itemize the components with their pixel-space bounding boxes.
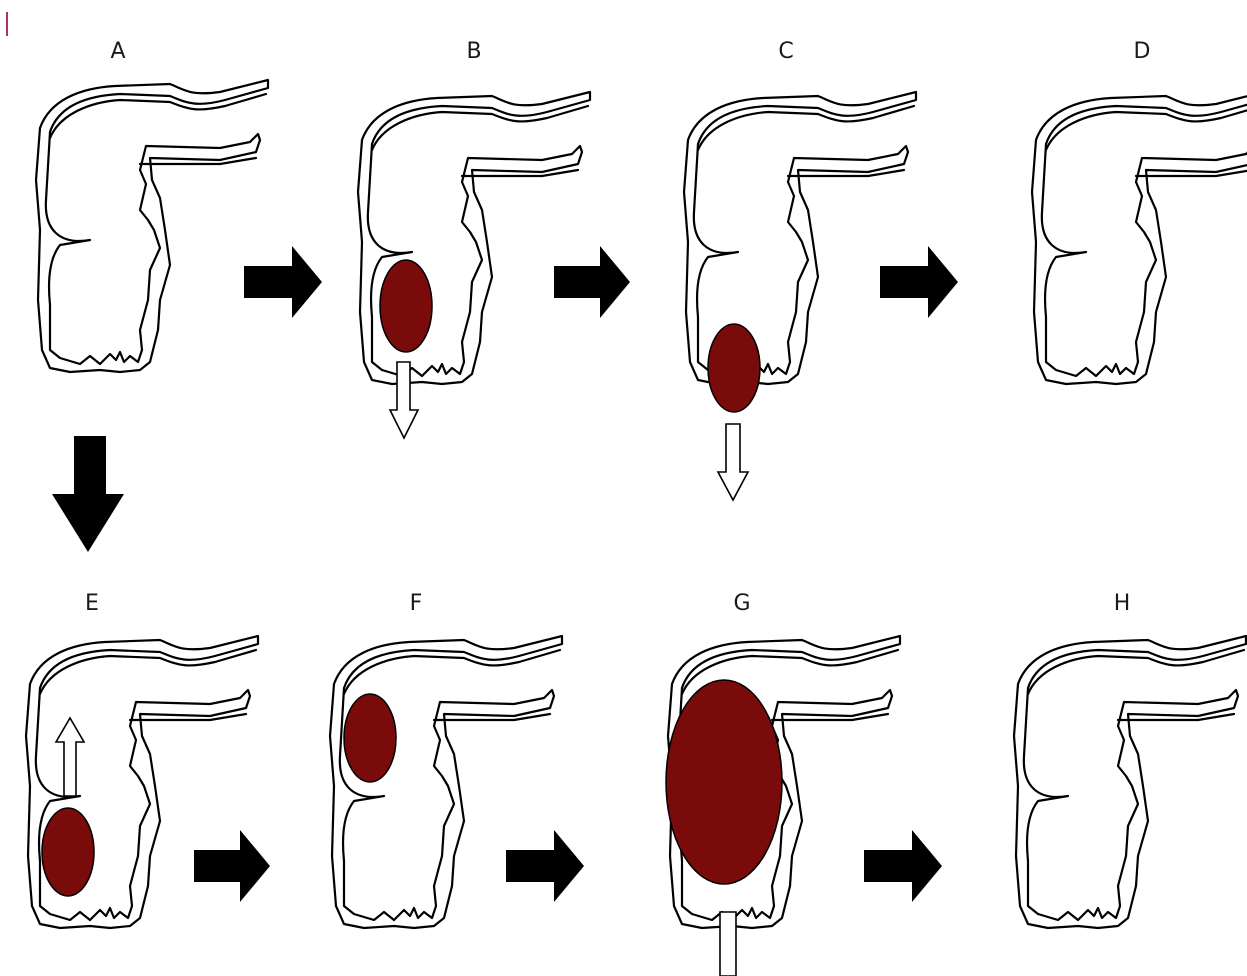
sinus-outline-h: [1014, 636, 1246, 928]
sinus-outline-d: [1032, 92, 1247, 384]
arrow-a-to-b: [244, 246, 322, 318]
panel-label-b: B: [466, 39, 481, 64]
arrow-c-to-d: [880, 246, 958, 318]
arrow-b-to-c: [554, 246, 630, 318]
arrow-f-to-g: [506, 830, 584, 902]
blood-clot-c: [708, 324, 760, 412]
panel-label-c: C: [778, 39, 793, 64]
panel-d: D: [1032, 39, 1247, 384]
sinus-outline-a: [36, 80, 268, 372]
drainage-arrow-c: [718, 424, 748, 500]
blood-clot-e: [42, 808, 94, 896]
panel-g: G: [666, 591, 900, 976]
panel-a: A: [36, 39, 268, 372]
blood-clot-b: [380, 260, 432, 352]
panel-label-h: H: [1114, 591, 1131, 616]
blood-clot-f: [344, 694, 396, 782]
panel-b: B: [358, 39, 590, 438]
blood-clot-g: [666, 680, 782, 884]
panel-label-d: D: [1134, 39, 1151, 64]
arrow-g-to-h: [864, 830, 942, 902]
panel-label-f: F: [410, 591, 423, 616]
panel-h: H: [1014, 591, 1246, 928]
edge-mark: [6, 12, 8, 36]
flow-arrow-up-e: [56, 718, 84, 796]
panel-label-e: E: [85, 591, 99, 616]
panel-label-a: A: [110, 39, 125, 64]
arrow-e-to-f: [194, 830, 270, 902]
drainage-arrow-g: [720, 912, 736, 976]
panel-label-g: G: [733, 591, 750, 616]
sinus-outline-f: [330, 636, 562, 928]
arrow-a-to-e: [52, 436, 124, 552]
